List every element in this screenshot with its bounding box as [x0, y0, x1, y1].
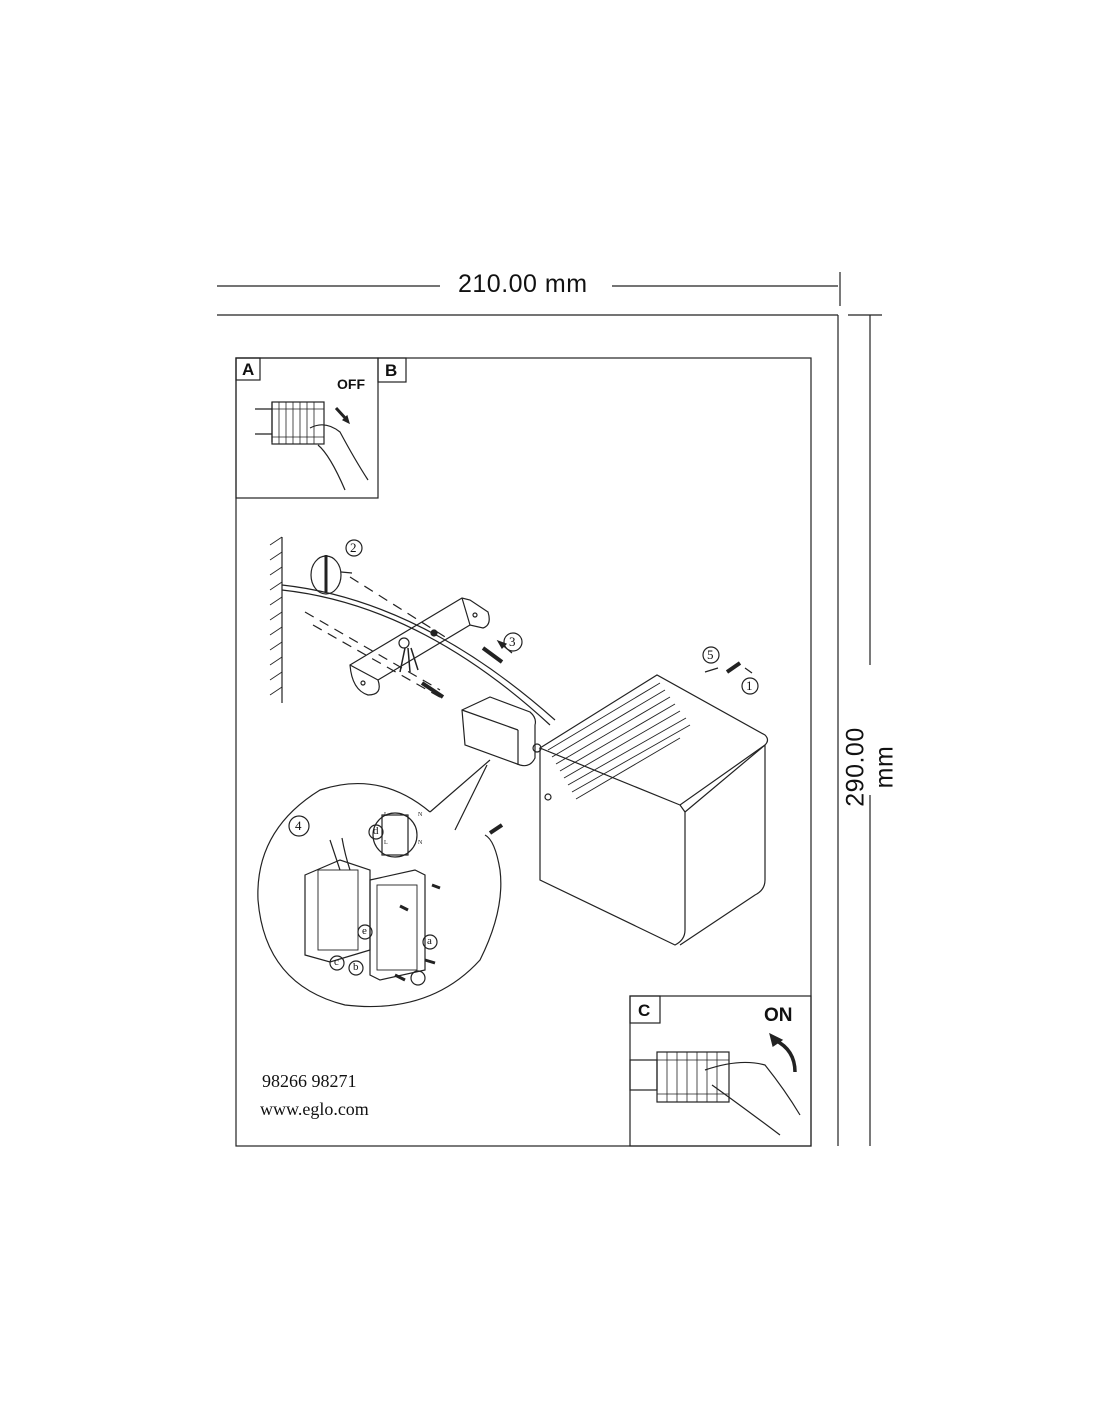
panel-c-label-box: [629, 995, 661, 1024]
drill-hole-detail: [304, 539, 451, 701]
panel-b-frame: [235, 357, 812, 1147]
on-label: ON: [764, 1005, 793, 1026]
terminal-n-bottom: N: [418, 840, 423, 846]
width-dimension-lines: [217, 272, 841, 1146]
panel-c-label: C: [638, 1001, 651, 1020]
step-5-label: 5: [707, 647, 714, 662]
substep-e-label: e: [362, 925, 367, 937]
breaker-panel-on-illustration: [629, 1032, 801, 1136]
substep-a-label: a: [427, 935, 432, 947]
mounting-bracket: [349, 597, 490, 696]
lamp-screw-detail: [702, 646, 759, 695]
step-1-label: 1: [746, 678, 753, 693]
panel-b-label: B: [385, 361, 398, 380]
wall-lamp-body: [532, 674, 769, 946]
terminal-l-bottom: L: [384, 840, 388, 846]
substep-d-label: d: [373, 825, 379, 837]
website-link[interactable]: www.eglo.com: [260, 1099, 369, 1119]
terminal-n-top: N: [418, 812, 423, 818]
step-4-label: 4: [295, 818, 302, 833]
height-dimension-label: 290.00 mm: [841, 727, 899, 807]
off-label: OFF: [337, 376, 365, 392]
screw-lower: [420, 681, 445, 699]
substep-c-label: c: [334, 956, 339, 968]
panel-b-label-box: [377, 357, 407, 383]
screw-3: [481, 646, 504, 664]
step-3-circle: [503, 632, 523, 652]
step-3-label: 3: [509, 634, 516, 649]
junction-box-detail-circle: [257, 782, 502, 1008]
terminal-l-top: L: [384, 812, 388, 818]
width-dimension-label: 210.00 mm: [458, 270, 588, 298]
panel-a-label-box: [235, 357, 261, 381]
breaker-panel-off-illustration: [255, 401, 369, 491]
step-2-label: 2: [350, 540, 357, 555]
article-numbers: 98266 98271: [262, 1071, 357, 1091]
panel-a-frame: [235, 357, 379, 499]
panel-a-label: A: [242, 360, 255, 379]
driver-box: [429, 696, 537, 831]
height-dimension-lines: [848, 314, 882, 1146]
small-screw: [488, 823, 504, 835]
substep-b-label: b: [353, 961, 359, 973]
